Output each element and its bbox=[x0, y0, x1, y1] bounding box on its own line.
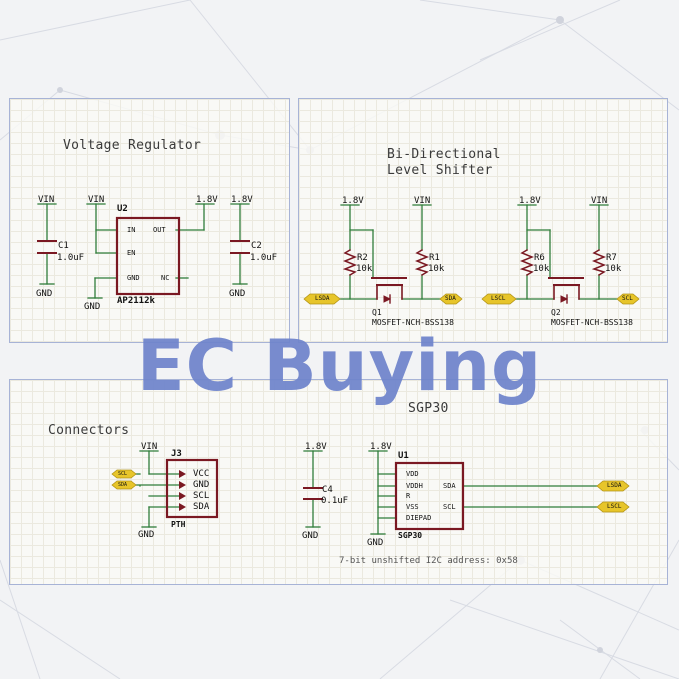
r2-value: 10k bbox=[356, 264, 373, 274]
j3-pin-scl: SCL bbox=[193, 491, 210, 501]
r6-ref: R6 bbox=[534, 253, 545, 263]
j3-gnd-label: GND bbox=[138, 530, 155, 540]
r1-value: 10k bbox=[428, 264, 445, 274]
c2-ref: C2 bbox=[251, 241, 262, 251]
c1-gnd-label: GND bbox=[36, 289, 53, 299]
c2-gnd-label: GND bbox=[229, 289, 246, 299]
ec-buying-watermark: EC Buying bbox=[136, 325, 543, 407]
u1-pin-vss: VSS bbox=[406, 503, 419, 511]
voltage-regulator-circuit bbox=[37, 203, 250, 299]
u2-part: AP2112k bbox=[117, 296, 155, 306]
sgp30-title: SGP30 bbox=[408, 401, 449, 416]
q1-ref: Q1 bbox=[372, 308, 382, 317]
lsda-flag-1: LSDA bbox=[315, 295, 330, 302]
u2-gnd-label: GND bbox=[84, 302, 101, 312]
level-shifter-title-line2: Level Shifter bbox=[387, 163, 493, 178]
c1-vin-label: VIN bbox=[38, 195, 55, 205]
j3-pin-sda: SDA bbox=[193, 502, 210, 512]
j3-vin-label: VIN bbox=[141, 442, 158, 452]
q2-part: MOSFET-NCH-BSS138 bbox=[551, 318, 633, 327]
c4-1v8-label: 1.8V bbox=[305, 442, 327, 452]
connectors-sgp30-panel bbox=[9, 379, 668, 585]
j3-sda-flag: SDA bbox=[118, 482, 128, 488]
sgp30-circuit bbox=[303, 450, 630, 535]
u2-pin-in: IN bbox=[127, 226, 136, 234]
u1-pin-vddh: VDDH bbox=[406, 482, 423, 490]
c2-value: 1.0uF bbox=[250, 253, 278, 263]
c1-value: 1.0uF bbox=[57, 253, 85, 263]
j3-ref: J3 bbox=[171, 449, 182, 459]
u1-pin-vdd: VDD bbox=[406, 470, 419, 478]
c1-ref: C1 bbox=[58, 241, 69, 251]
c4-value: 0.1uF bbox=[321, 496, 349, 506]
u2-pin-gnd: GND bbox=[127, 274, 140, 282]
u2-1v8-label: 1.8V bbox=[196, 195, 218, 205]
connector-circuit bbox=[111, 450, 219, 528]
u1-pin-scl: SCL bbox=[443, 503, 456, 511]
u1-part: SGP30 bbox=[398, 531, 423, 540]
sda-flag-1: SDA bbox=[445, 295, 456, 302]
u1-gnd-label: GND bbox=[367, 538, 384, 548]
u1-lsda-flag: LSDA bbox=[607, 482, 622, 489]
ls1-1v8-label: 1.8V bbox=[342, 196, 364, 206]
u1-pin-sda: SDA bbox=[443, 482, 456, 490]
ls2-1v8-label: 1.8V bbox=[519, 196, 541, 206]
scl-flag-2: SCL bbox=[622, 295, 633, 302]
sensor-u1 bbox=[368, 450, 598, 535]
level-shifter-title-line1: Bi-Directional bbox=[387, 147, 501, 162]
u2-pin-out: OUT bbox=[153, 226, 166, 234]
j3-pin-vcc: VCC bbox=[193, 469, 210, 479]
u1-1v8-label: 1.8V bbox=[370, 442, 392, 452]
q1-part: MOSFET-NCH-BSS138 bbox=[372, 318, 454, 327]
j3-scl-flag: SCL bbox=[118, 471, 128, 477]
i2c-address-note: 7-bit unshifted I2C address: 0x58 bbox=[339, 556, 518, 566]
voltage-regulator-title: Voltage Regulator bbox=[63, 138, 202, 153]
u1-pin-diepad: DIEPAD bbox=[406, 514, 432, 522]
r6-value: 10k bbox=[533, 264, 550, 274]
u2-ref: U2 bbox=[117, 204, 128, 214]
level-shifter-channel-2 bbox=[511, 204, 618, 304]
u2-pin-en: EN bbox=[127, 249, 136, 257]
connectors-title: Connectors bbox=[48, 423, 130, 438]
r2-ref: R2 bbox=[357, 253, 368, 263]
j3-pin-gnd: GND bbox=[193, 480, 210, 490]
j3-part: PTH bbox=[171, 520, 186, 529]
level-shifter-channel-1 bbox=[333, 204, 441, 304]
regulator-u2 bbox=[86, 203, 215, 299]
ls2-vin-label: VIN bbox=[591, 196, 608, 206]
capacitor-c2 bbox=[230, 203, 250, 285]
r7-value: 10k bbox=[605, 264, 622, 274]
q2-ref: Q2 bbox=[551, 308, 561, 317]
r1-ref: R1 bbox=[429, 253, 440, 263]
u1-ref: U1 bbox=[398, 451, 409, 461]
u1-pin-r: R bbox=[406, 492, 411, 500]
ls1-vin-label: VIN bbox=[414, 196, 431, 206]
u2-pin-nc: NC bbox=[161, 274, 170, 282]
u2-vin-label: VIN bbox=[88, 195, 105, 205]
capacitor-c1 bbox=[37, 203, 57, 285]
u1-lscl-flag: LSCL bbox=[607, 503, 622, 510]
lscl-flag-2: LSCL bbox=[491, 295, 506, 302]
c2-1v8-label: 1.8V bbox=[231, 195, 253, 205]
voltage-regulator-panel bbox=[9, 98, 290, 343]
r7-ref: R7 bbox=[606, 253, 617, 263]
capacitor-c4 bbox=[303, 450, 323, 528]
c4-gnd-label: GND bbox=[302, 531, 319, 541]
level-shifter-panel bbox=[298, 98, 668, 343]
connector-j3 bbox=[165, 458, 219, 519]
level-shifter-net-flags bbox=[303, 293, 640, 305]
c4-ref: C4 bbox=[322, 485, 333, 495]
level-shifter-circuit bbox=[303, 204, 640, 305]
